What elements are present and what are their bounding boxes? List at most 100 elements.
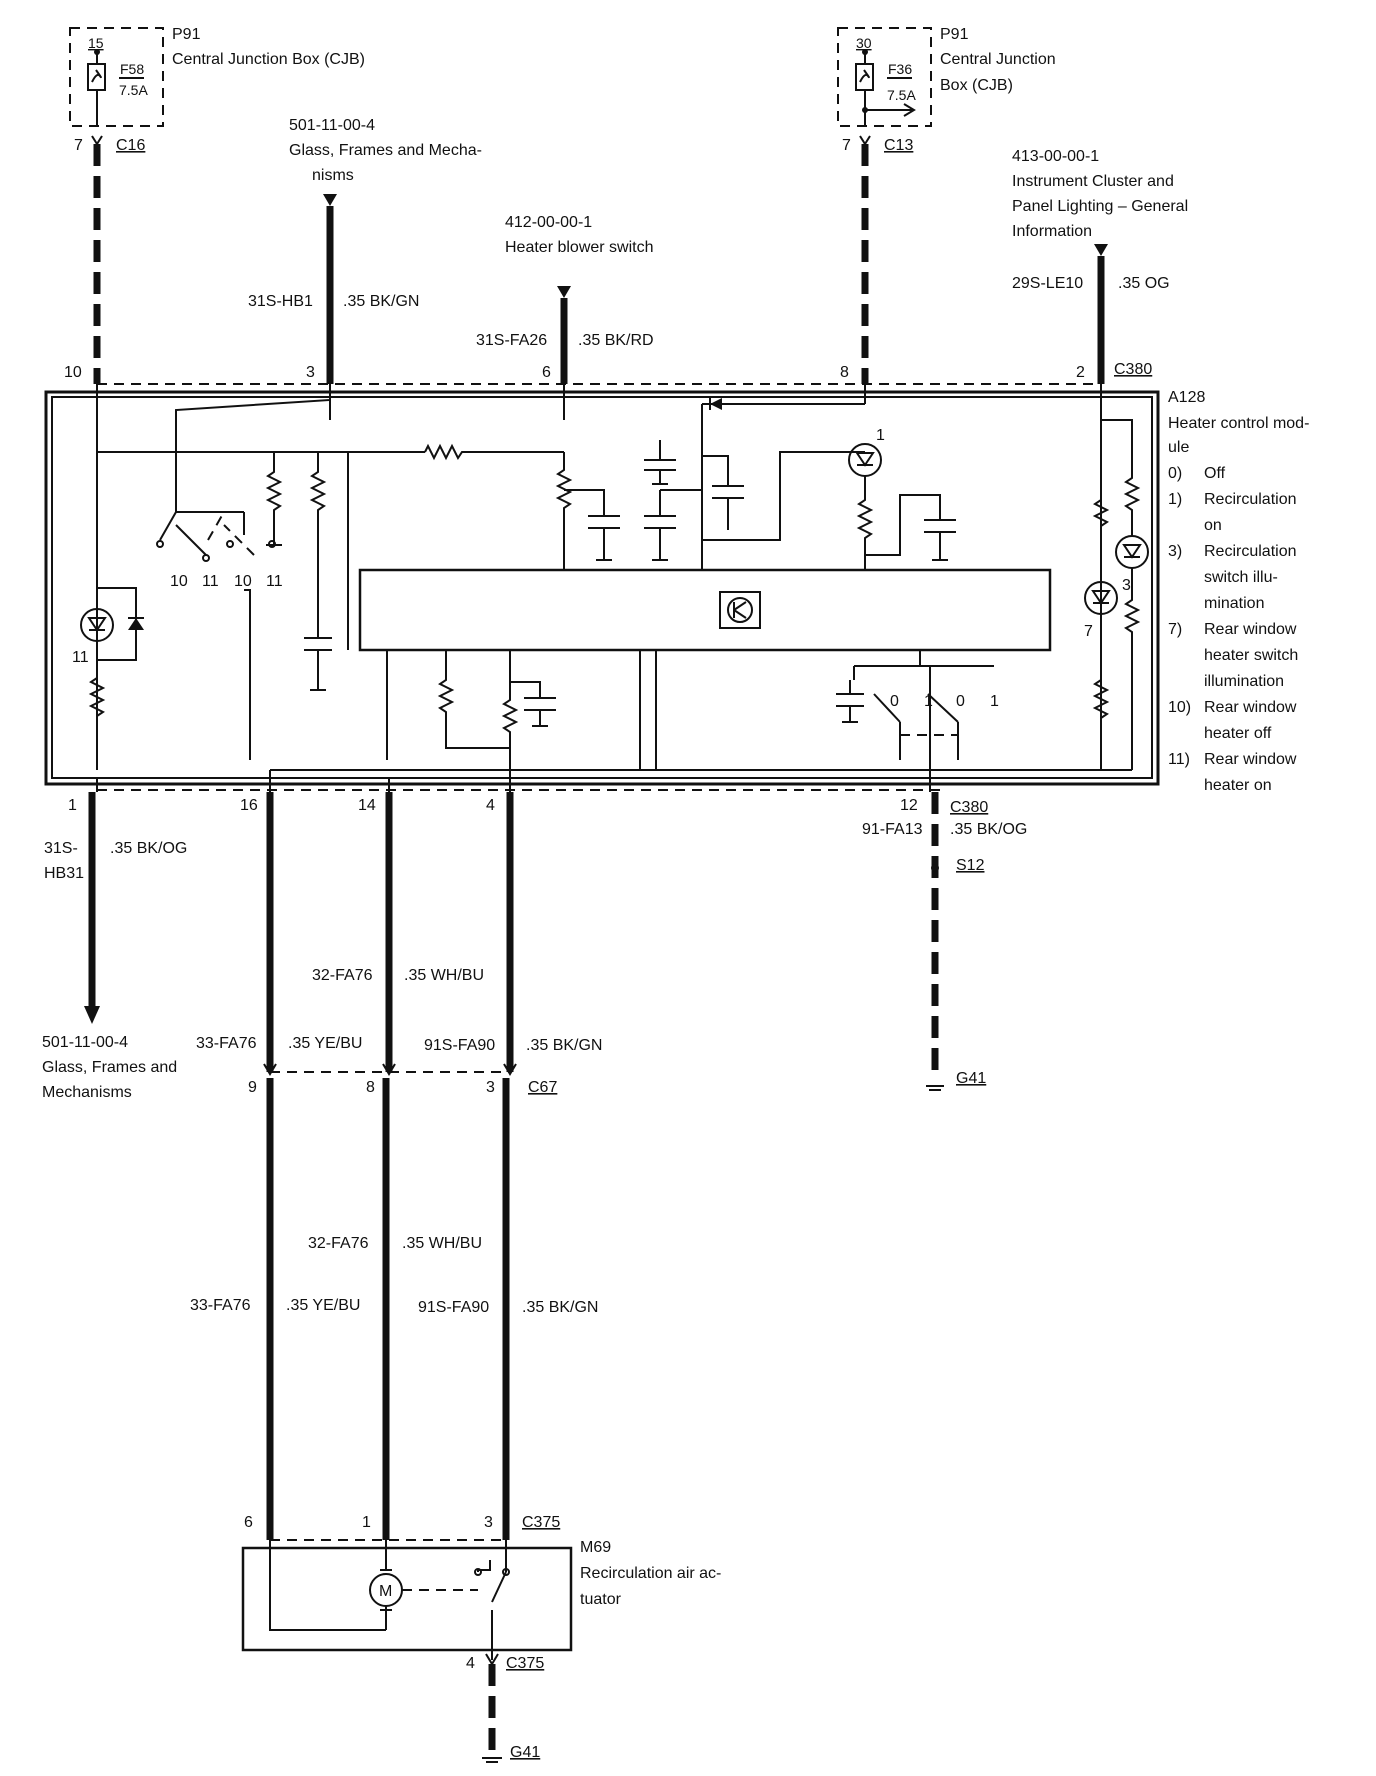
sw-label-0a: 0 bbox=[890, 693, 899, 710]
module-legend: 0) Off 1) Recirculation on 3) Recirculat… bbox=[1168, 465, 1298, 794]
sw-label-11a: 11 bbox=[202, 573, 219, 590]
wire-fa90-b-spec: .35 BK/GN bbox=[522, 1299, 598, 1316]
legend-7-l1: Rear window bbox=[1204, 621, 1297, 638]
cjb-left-fuse-box: 15 F58 7.5A P91 Central Junction Box (CJ… bbox=[69, 26, 365, 154]
legend-3-l3: mination bbox=[1204, 595, 1264, 612]
heater-control-module: 10 11 10 11 11 bbox=[44, 384, 1160, 786]
legend-11-l1: Rear window bbox=[1204, 751, 1297, 768]
wire-33-fa76-a-spec: .35 YE/BU bbox=[288, 1035, 362, 1052]
actuator-name-2: tuator bbox=[580, 1591, 622, 1608]
legend-11-num: 11) bbox=[1168, 751, 1190, 768]
ref-cluster-line3: Information bbox=[1012, 223, 1092, 240]
wire-33-fa76-b-spec: .35 YE/BU bbox=[286, 1297, 360, 1314]
c375-top-pin-1: 1 bbox=[362, 1514, 371, 1531]
wire-fa13-spec: .35 BK/OG bbox=[950, 821, 1027, 838]
c375-top-pin-6: 6 bbox=[244, 1514, 253, 1531]
ref-glass-bottom-line1: Glass, Frames and bbox=[42, 1059, 177, 1076]
wire-fa90-a-spec: .35 BK/GN bbox=[526, 1037, 602, 1054]
legend-7-num: 7) bbox=[1168, 621, 1182, 638]
cjb-left-fuse-id: F58 bbox=[120, 61, 144, 77]
legend-7-l3: illumination bbox=[1204, 673, 1284, 690]
legend-10-l1: Rear window bbox=[1204, 699, 1297, 716]
wire-fa26-spec: .35 BK/RD bbox=[578, 332, 654, 349]
legend-3-num: 3) bbox=[1168, 543, 1182, 560]
wire-hb1-spec: .35 BK/GN bbox=[343, 293, 419, 310]
module-ref: A128 bbox=[1168, 389, 1205, 406]
actuator-name-1: Recirculation air ac- bbox=[580, 1565, 721, 1582]
c375-top-pin-3: 3 bbox=[484, 1514, 493, 1531]
legend-0-l1: Off bbox=[1204, 465, 1226, 482]
cjb-right-pin: 30 bbox=[856, 35, 872, 51]
ground-lower: G41 bbox=[510, 1744, 540, 1761]
connector-c16-symbol bbox=[91, 135, 103, 146]
wire-le10-spec: .35 OG bbox=[1118, 275, 1170, 292]
led-11-label: 11 bbox=[72, 649, 89, 666]
ground-upper: G41 bbox=[956, 1070, 986, 1087]
cjb-right-fuse-id: F36 bbox=[888, 61, 912, 77]
cjb-right-connector: C13 bbox=[884, 137, 913, 154]
wire-fa90-b-circuit: 91S-FA90 bbox=[418, 1299, 489, 1316]
sw-label-10b: 10 bbox=[234, 573, 252, 590]
wire-fa13-circuit: 91-FA13 bbox=[862, 821, 923, 838]
cjb-left-fuse-rating: 7.5A bbox=[119, 82, 148, 98]
ground-lower-symbol bbox=[482, 1757, 502, 1763]
legend-1-num: 1) bbox=[1168, 491, 1182, 508]
splice-s12: S12 bbox=[956, 857, 985, 874]
ref-glass-top-code: 501-11-00-4 bbox=[289, 117, 375, 134]
c375-bottom-connector: C375 bbox=[506, 1655, 544, 1672]
cjb-left-pin: 15 bbox=[88, 35, 104, 51]
led-7-label: 7 bbox=[1084, 623, 1093, 640]
c380-bottom-pin-14: 14 bbox=[358, 797, 376, 814]
actuator-ref: M69 bbox=[580, 1539, 611, 1556]
legend-10-num: 10) bbox=[1168, 699, 1191, 716]
c380-bottom-pin-4: 4 bbox=[486, 797, 495, 814]
ref-cluster-line1: Instrument Cluster and bbox=[1012, 173, 1174, 190]
actuator-motor: M bbox=[379, 1583, 392, 1600]
legend-7-l2: heater switch bbox=[1204, 647, 1298, 664]
sw-label-11b: 11 bbox=[266, 573, 283, 590]
ref-cluster-arrow bbox=[1094, 244, 1108, 256]
wire-hb31-circuit-2: HB31 bbox=[44, 865, 84, 882]
ref-glass-top-line2: nisms bbox=[312, 167, 354, 184]
module-name-2: ule bbox=[1168, 439, 1189, 456]
legend-3-l1: Recirculation bbox=[1204, 543, 1296, 560]
c67-pin-8: 8 bbox=[366, 1079, 375, 1096]
c375-bottom-pin: 4 bbox=[466, 1655, 475, 1672]
led-3-label: 3 bbox=[1122, 577, 1131, 594]
ground-upper-symbol bbox=[926, 1085, 944, 1091]
wire-fa26-circuit: 31S-FA26 bbox=[476, 332, 547, 349]
c380-bottom-pin-1: 1 bbox=[68, 797, 77, 814]
wire-hb31-circuit-1: 31S- bbox=[44, 840, 78, 857]
c380-bottom-pin-12: 12 bbox=[900, 797, 918, 814]
ref-cluster-line2: Panel Lighting – General bbox=[1012, 198, 1188, 215]
led-1-label: 1 bbox=[876, 427, 885, 444]
cjb-left-conn-pin: 7 bbox=[74, 137, 83, 154]
c380-top-pin-8: 8 bbox=[840, 364, 849, 381]
ref-blower-arrow bbox=[557, 286, 571, 298]
c67-connector-symbols bbox=[263, 1063, 517, 1076]
cjb-left-connector: C16 bbox=[116, 137, 145, 154]
c67-connector: C67 bbox=[528, 1079, 557, 1096]
cjb-right-fuse-rating: 7.5A bbox=[887, 87, 916, 103]
c67-pin-9: 9 bbox=[248, 1079, 257, 1096]
wire-33-fa76-b-circuit: 33-FA76 bbox=[190, 1297, 251, 1314]
sw-label-1b: 1 bbox=[990, 693, 999, 710]
ref-glass-top-line1: Glass, Frames and Mecha- bbox=[289, 142, 482, 159]
ref-glass-bottom-code: 501-11-00-4 bbox=[42, 1034, 128, 1051]
c380-top-connector: C380 bbox=[1114, 361, 1152, 378]
ref-glass-top-arrow bbox=[323, 194, 337, 206]
wire-32-fa76-a-circuit: 32-FA76 bbox=[312, 967, 373, 984]
wire-33-fa76-a-circuit: 33-FA76 bbox=[196, 1035, 257, 1052]
wire-fa90-a-circuit: 91S-FA90 bbox=[424, 1037, 495, 1054]
wire-32-fa76-b-circuit: 32-FA76 bbox=[308, 1235, 369, 1252]
wire-hb31-spec: .35 BK/OG bbox=[110, 840, 187, 857]
c380-top-pin-6: 6 bbox=[542, 364, 551, 381]
cjb-left-ref: P91 bbox=[172, 26, 201, 43]
cjb-right-name-1: Central Junction bbox=[940, 51, 1056, 68]
ref-glass-bottom-line2: Mechanisms bbox=[42, 1084, 132, 1101]
ref-blower-code: 412-00-00-1 bbox=[505, 214, 592, 231]
legend-1-l2: on bbox=[1204, 517, 1222, 534]
c380-bottom-pin-16: 16 bbox=[240, 797, 258, 814]
ref-blower-line1: Heater blower switch bbox=[505, 239, 654, 256]
legend-11-l2: heater on bbox=[1204, 777, 1272, 794]
